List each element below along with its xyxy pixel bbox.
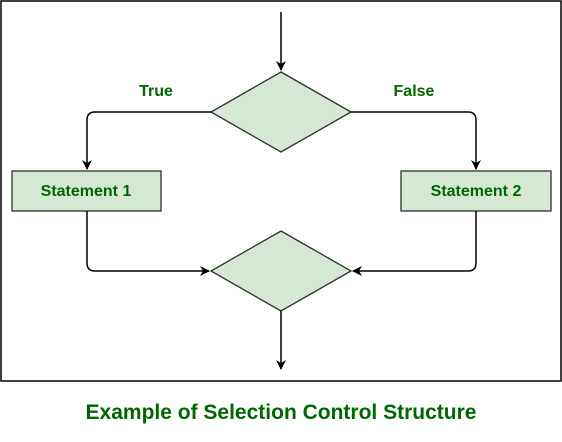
statement-2-merge-connector [352,211,477,276]
statement-1-box [11,170,162,212]
diagram-caption: Example of Selection Control Structure [86,401,477,424]
false-branch-label: False [394,83,435,100]
statement-1-merge-connector [86,211,210,276]
true-branch-label: True [139,83,173,100]
decision-diamond [209,71,353,153]
statement-2-box [400,170,552,212]
statement-2-label: Statement 2 [431,183,522,200]
true-branch-connector [82,111,211,170]
statement-1-label: Statement 1 [41,183,132,200]
false-branch-connector [351,111,481,170]
